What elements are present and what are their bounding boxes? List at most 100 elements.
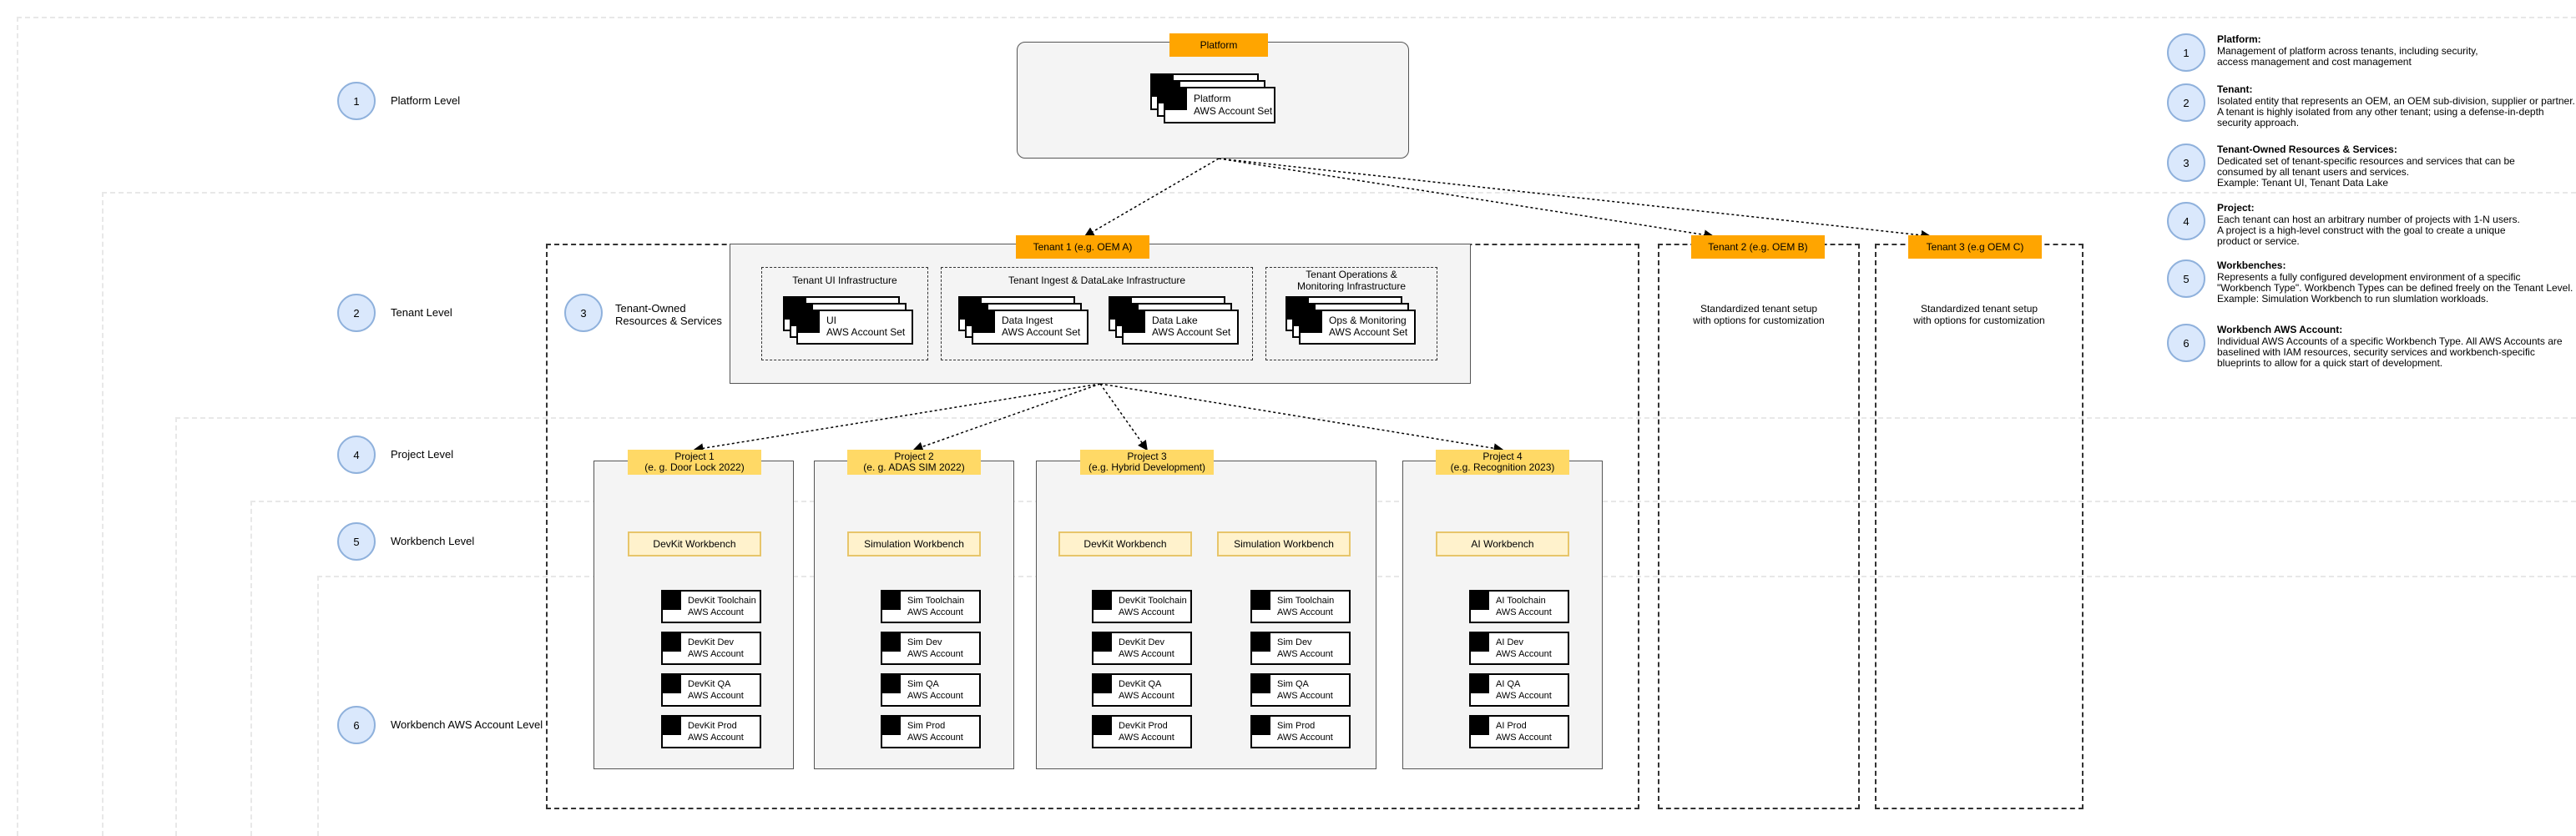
tenant1-tab: Tenant 1 (e.g. OEM A) xyxy=(1016,235,1149,259)
aws-cloud-icon xyxy=(1252,717,1270,735)
account-name: AI QA xyxy=(1496,679,1521,689)
project-example: (e. g. ADAS SIM 2022) xyxy=(863,461,965,473)
level-label: Workbench AWS Account Level xyxy=(391,718,543,731)
tenant2-tab: Tenant 2 (e.g. OEM B) xyxy=(1691,235,1825,259)
account-type: AWS Account xyxy=(1277,607,1333,617)
workbench-box: Simulation Workbench xyxy=(847,531,981,556)
tenant-ui-infra-box xyxy=(761,267,928,360)
aws-cloud-icon xyxy=(973,311,995,333)
level-label: Project Level xyxy=(391,448,454,461)
legend-body: Dedicated set of tenant-specific resourc… xyxy=(2217,155,2515,189)
account-set-line2: AWS Account Set xyxy=(1329,326,1408,338)
aws-cloud-icon xyxy=(1471,675,1489,693)
account-name: DevKit Prod xyxy=(1119,721,1168,731)
tenant-ops-infra-title-1: Tenant Operations & xyxy=(1306,269,1397,280)
tenant-ui-infra-title: Tenant UI Infrastructure xyxy=(792,274,897,286)
resources-label-2: Resources & Services xyxy=(615,315,722,327)
account-name: AI Dev xyxy=(1496,637,1524,647)
account-name: DevKit Dev xyxy=(1119,637,1165,647)
account-type: AWS Account xyxy=(1277,649,1333,659)
tenant3-box xyxy=(1875,244,2084,809)
tenant-ops-infra-title-2: Monitoring Infrastructure xyxy=(1296,280,1407,292)
project-tab: Project 1(e. g. Door Lock 2022) xyxy=(628,450,761,475)
level-marker-5: 5 xyxy=(337,522,376,561)
legend-marker-3: 3 xyxy=(2167,144,2205,182)
account-name: DevKit Toolchain xyxy=(688,596,756,606)
project-example: (e.g. Recognition 2023) xyxy=(1450,461,1555,473)
project-level-frame xyxy=(175,417,2576,836)
aws-cloud-icon xyxy=(663,675,681,693)
aws-cloud-icon xyxy=(882,592,901,610)
account-type: AWS Account xyxy=(907,649,963,659)
legend-body: Isolated entity that represents an OEM, … xyxy=(2217,95,2575,128)
account-type: AWS Account xyxy=(688,649,744,659)
account-type: AWS Account xyxy=(1496,649,1552,659)
account-name: Sim Dev xyxy=(1277,637,1312,647)
project-tab: Project 2(e. g. ADAS SIM 2022) xyxy=(847,450,981,475)
platform-tab: Platform xyxy=(1169,33,1268,57)
aws-cloud-icon xyxy=(1094,675,1112,693)
project-name: Project 3 xyxy=(1127,451,1167,462)
aws-cloud-icon xyxy=(882,675,901,693)
aws-cloud-icon xyxy=(1165,88,1187,110)
project-example: (e. g. Door Lock 2022) xyxy=(644,461,745,473)
account-set-line1: Data Lake xyxy=(1152,315,1198,326)
account-set-line2: AWS Account Set xyxy=(1002,326,1081,338)
platform-account-line2: AWS Account Set xyxy=(1194,105,1273,117)
account-type: AWS Account xyxy=(1277,733,1333,743)
account-type: AWS Account xyxy=(688,691,744,701)
account-type: AWS Account xyxy=(1119,649,1174,659)
account-name: DevKit Prod xyxy=(688,721,737,731)
account-name: AI Prod xyxy=(1496,721,1527,731)
legend-title: Workbench AWS Account: xyxy=(2217,324,2343,335)
account-name: AI Toolchain xyxy=(1496,596,1546,606)
account-set-line2: AWS Account Set xyxy=(826,326,906,338)
project-name: Project 1 xyxy=(674,451,715,462)
level-label: Tenant Level xyxy=(391,306,452,319)
tenant2-description: Standardized tenant setup with options f… xyxy=(1693,303,1825,326)
legend-body: Represents a fully configured developmen… xyxy=(2217,271,2573,305)
legend-title: Project: xyxy=(2217,202,2255,214)
account-type: AWS Account xyxy=(1119,607,1174,617)
account-type: AWS Account xyxy=(907,733,963,743)
aws-cloud-icon xyxy=(1301,311,1322,333)
tenant-level-frame xyxy=(102,192,2576,836)
account-name: Sim Toolchain xyxy=(1277,596,1335,606)
aws-cloud-icon xyxy=(1252,675,1270,693)
account-set-line1: Data Ingest xyxy=(1002,315,1053,326)
level-marker-4: 4 xyxy=(337,436,376,474)
level-marker-6: 6 xyxy=(337,706,376,744)
project-name: Project 4 xyxy=(1482,451,1523,462)
level-label: Workbench Level xyxy=(391,535,475,547)
account-type: AWS Account xyxy=(907,691,963,701)
project-example: (e.g. Hybrid Development) xyxy=(1088,461,1206,473)
account-type: AWS Account xyxy=(907,607,963,617)
platform-account-set: Platform AWS Account Set xyxy=(1150,73,1275,127)
project-tab: Project 3(e.g. Hybrid Development) xyxy=(1080,450,1214,475)
aws-cloud-icon xyxy=(1471,633,1489,652)
account-type: AWS Account xyxy=(1119,733,1174,743)
workbench-aws-account: AI QA AWS Account xyxy=(1469,673,1569,707)
legend-marker-4: 4 xyxy=(2167,202,2205,240)
account-set-line1: Ops & Monitoring xyxy=(1329,315,1407,326)
legend-body: Individual AWS Accounts of a specific Wo… xyxy=(2217,335,2563,369)
tenant3-description: Standardized tenant setup with options f… xyxy=(1913,303,2045,326)
legend-title: Workbenches: xyxy=(2217,259,2286,271)
aws-cloud-icon xyxy=(798,311,820,333)
account-type: AWS Account xyxy=(1496,691,1552,701)
legend-body: Each tenant can host an arbitrary number… xyxy=(2217,214,2520,247)
account-type: AWS Account xyxy=(1496,733,1552,743)
